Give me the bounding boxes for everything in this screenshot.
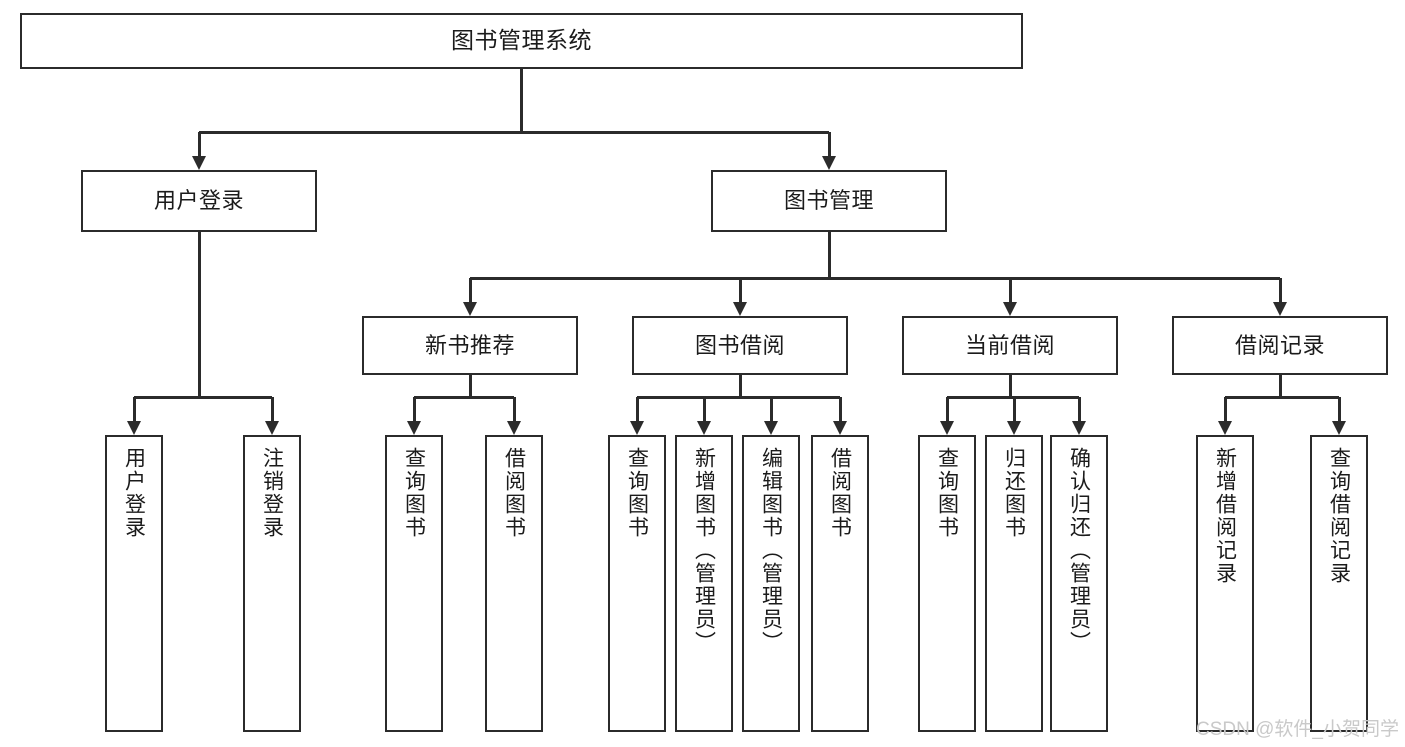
edge-drop-leaf-8 (838, 397, 842, 422)
edge-stem-current (1008, 375, 1012, 397)
arrow-head-leaf-9 (940, 421, 954, 435)
edge-drop-current (1008, 278, 1012, 303)
arrow-head-leaf-5 (630, 421, 644, 435)
edge-drop-leaf-9 (945, 397, 949, 422)
arrow-head-bookmgmt (822, 156, 836, 170)
node-current[interactable]: 当前借阅 (902, 316, 1118, 375)
edge-bus-borrow (637, 395, 840, 399)
arrow-head-record (1273, 302, 1287, 316)
edge-stem-newbook (468, 375, 472, 397)
node-leaf-11[interactable]: 确认归还（管理员） (1050, 435, 1108, 732)
edge-drop-leaf-1 (132, 397, 136, 422)
arrow-head-leaf-11 (1072, 421, 1086, 435)
node-label-leaf-12: 新增借阅记录 (1213, 447, 1237, 585)
arrow-head-leaf-1 (127, 421, 141, 435)
arrow-head-leaf-3 (407, 421, 421, 435)
node-newbook[interactable]: 新书推荐 (362, 316, 578, 375)
arrow-head-newbook (463, 302, 477, 316)
arrow-head-leaf-4 (507, 421, 521, 435)
node-borrow[interactable]: 图书借阅 (632, 316, 848, 375)
edge-stem-bookmgmt (827, 232, 831, 278)
edge-drop-login (197, 132, 201, 157)
edge-drop-leaf-4 (512, 397, 516, 422)
arrow-head-login (192, 156, 206, 170)
node-label-current: 当前借阅 (964, 332, 1055, 358)
edge-drop-bookmgmt (827, 132, 831, 157)
arrow-head-borrow (733, 302, 747, 316)
node-leaf-1[interactable]: 用户登录 (105, 435, 163, 732)
arrow-head-leaf-7 (764, 421, 778, 435)
watermark-text: CSDN @软件_小贺同学 (1196, 719, 1399, 740)
node-label-leaf-3: 查询图书 (402, 447, 426, 539)
node-label-bookmgmt: 图书管理 (783, 188, 874, 214)
edge-bus-newbook (414, 395, 514, 399)
arrow-head-leaf-2 (265, 421, 279, 435)
edge-drop-leaf-11 (1077, 397, 1081, 422)
node-label-leaf-9: 查询图书 (935, 447, 959, 539)
node-label-leaf-5: 查询图书 (625, 447, 649, 539)
node-label-record: 借阅记录 (1234, 332, 1325, 358)
node-leaf-5[interactable]: 查询图书 (608, 435, 666, 732)
edge-stem-root (520, 69, 523, 132)
node-login[interactable]: 用户登录 (81, 170, 317, 232)
arrow-head-leaf-8 (833, 421, 847, 435)
node-leaf-9[interactable]: 查询图书 (918, 435, 976, 732)
edge-stem-borrow (738, 375, 742, 397)
edge-drop-leaf-5 (635, 397, 639, 422)
arrow-head-leaf-10 (1007, 421, 1021, 435)
node-label-leaf-2: 注销登录 (260, 447, 284, 539)
node-leaf-7[interactable]: 编辑图书（管理员） (742, 435, 800, 732)
edge-drop-leaf-2 (270, 397, 274, 422)
node-root[interactable]: 图书管理系统 (20, 13, 1023, 69)
node-label-leaf-1: 用户登录 (122, 447, 146, 539)
node-bookmgmt[interactable]: 图书管理 (711, 170, 947, 232)
node-record[interactable]: 借阅记录 (1172, 316, 1388, 375)
edge-drop-leaf-12 (1223, 397, 1227, 422)
arrow-head-leaf-13 (1332, 421, 1346, 435)
edge-drop-leaf-10 (1012, 397, 1016, 422)
node-leaf-13[interactable]: 查询借阅记录 (1310, 435, 1368, 732)
node-leaf-6[interactable]: 新增图书（管理员） (675, 435, 733, 732)
edge-bus-login (134, 395, 272, 399)
node-leaf-3[interactable]: 查询图书 (385, 435, 443, 732)
edge-bus-record (1225, 395, 1339, 399)
edge-drop-leaf-6 (702, 397, 706, 422)
node-label-leaf-7: 编辑图书（管理员） (759, 447, 783, 654)
edge-drop-record (1278, 278, 1282, 303)
edge-stem-login (197, 232, 201, 397)
node-label-newbook: 新书推荐 (424, 332, 515, 358)
node-label-leaf-8: 借阅图书 (828, 447, 852, 539)
node-leaf-10[interactable]: 归还图书 (985, 435, 1043, 732)
node-leaf-4[interactable]: 借阅图书 (485, 435, 543, 732)
node-leaf-2[interactable]: 注销登录 (243, 435, 301, 732)
node-leaf-12[interactable]: 新增借阅记录 (1196, 435, 1254, 732)
arrow-head-leaf-12 (1218, 421, 1232, 435)
arrow-head-current (1003, 302, 1017, 316)
edge-drop-borrow (738, 278, 742, 303)
edge-drop-leaf-3 (412, 397, 416, 422)
node-label-borrow: 图书借阅 (694, 332, 785, 358)
edge-bus-bookmgmt (470, 276, 1280, 280)
arrow-head-leaf-6 (697, 421, 711, 435)
node-label-leaf-4: 借阅图书 (502, 447, 526, 539)
node-label-root: 图书管理系统 (451, 27, 592, 54)
node-leaf-8[interactable]: 借阅图书 (811, 435, 869, 732)
node-label-leaf-13: 查询借阅记录 (1327, 447, 1351, 585)
edge-stem-record (1278, 375, 1282, 397)
edge-drop-leaf-13 (1337, 397, 1341, 422)
edge-drop-leaf-7 (769, 397, 773, 422)
node-label-leaf-6: 新增图书（管理员） (692, 447, 716, 654)
edge-bus-root (199, 130, 829, 134)
edge-drop-newbook (468, 278, 472, 303)
node-label-login: 用户登录 (153, 188, 244, 214)
node-label-leaf-11: 确认归还（管理员） (1067, 447, 1091, 654)
node-label-leaf-10: 归还图书 (1002, 447, 1026, 539)
